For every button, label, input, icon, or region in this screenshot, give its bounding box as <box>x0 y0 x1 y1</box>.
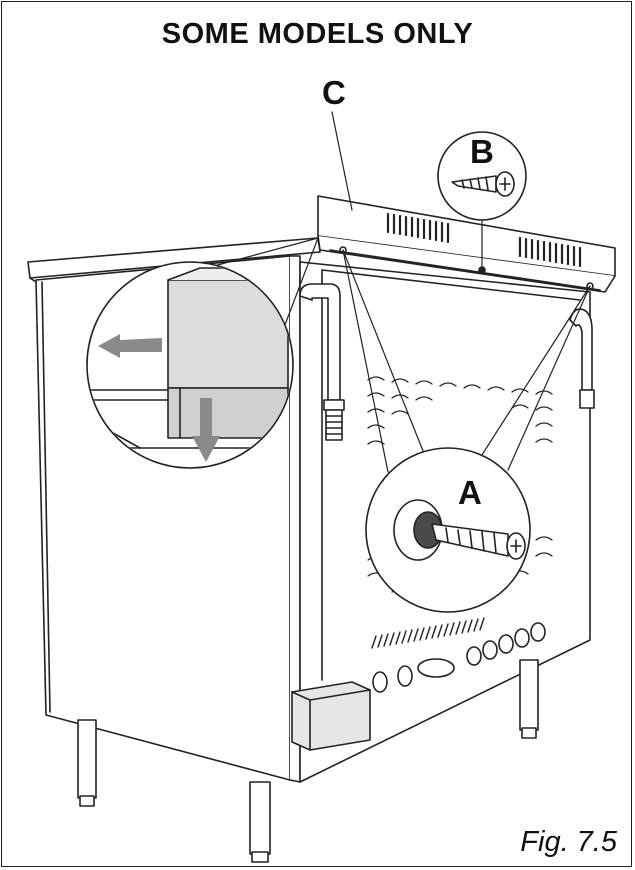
callout-label-c: C <box>322 74 346 111</box>
callout-label-a: A <box>458 474 482 511</box>
callout-c-leader <box>331 111 353 211</box>
splash-back-bar <box>317 195 616 293</box>
lower-louvre <box>371 617 485 649</box>
bracket-detail-magnifier <box>342 249 591 613</box>
screw-detail-magnifier <box>437 131 527 269</box>
figure-heading: SOME MODELS ONLY <box>161 18 474 50</box>
arrow-down-icon <box>192 398 220 462</box>
screw-icon <box>431 523 526 560</box>
gas-pipe-right <box>569 308 595 409</box>
clip-detail-magnifier <box>86 237 319 469</box>
gas-pipe-left <box>299 283 345 441</box>
screw-icon <box>451 171 515 197</box>
lower-cutouts <box>372 622 546 693</box>
figure-caption: Fig. 7.5 <box>520 826 617 858</box>
terminal-box <box>291 681 371 751</box>
callout-label-b: B <box>470 133 494 170</box>
cabinet-legs <box>77 659 539 863</box>
worktop <box>27 237 321 283</box>
arrow-left-icon <box>98 334 162 358</box>
